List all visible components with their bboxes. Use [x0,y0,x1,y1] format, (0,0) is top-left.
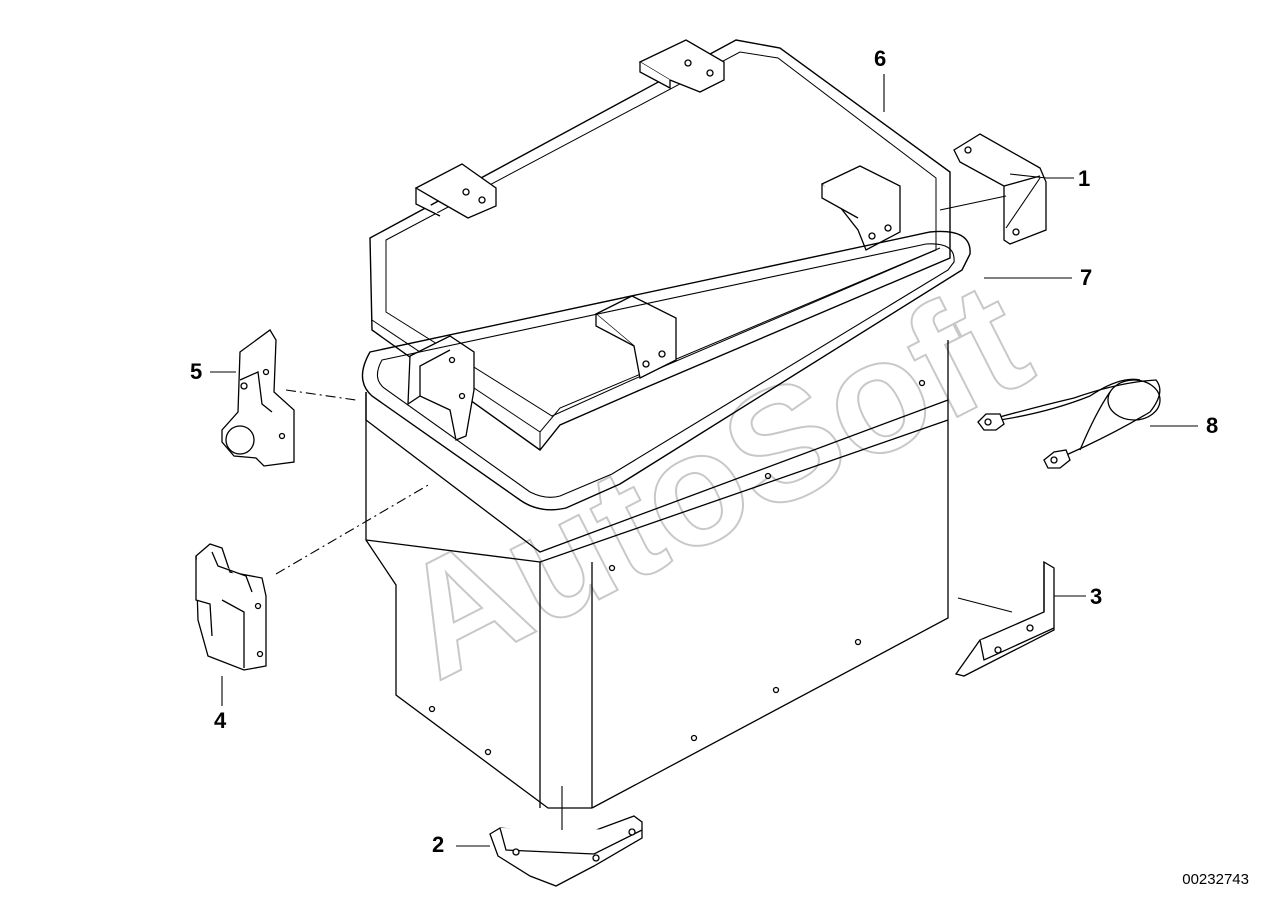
callout-3: 3 [1090,584,1103,609]
case-body [365,340,949,809]
holder-item-5 [221,329,295,467]
watermark-text: AutoSoft [371,246,1054,712]
seal-frame [361,230,971,511]
bracket-item-3 [954,560,1055,677]
callout-4: 4 [214,708,227,733]
holder-item-4 [195,543,267,671]
watermark: AutoSoft [370,245,1055,713]
leader-lines [210,74,1198,847]
lid-latches [407,39,901,441]
callout-8: 8 [1206,413,1219,438]
bracket-item-2 [489,815,643,887]
cable-item-8 [977,378,1161,469]
reference-number: 00232743 [1182,871,1249,888]
bracket-item-1 [953,133,1047,245]
callout-1: 1 [1078,166,1091,191]
callout-7: 7 [1080,265,1093,290]
callout-6: 6 [874,46,887,71]
callout-5: 5 [190,359,203,384]
callout-2: 2 [432,832,445,857]
